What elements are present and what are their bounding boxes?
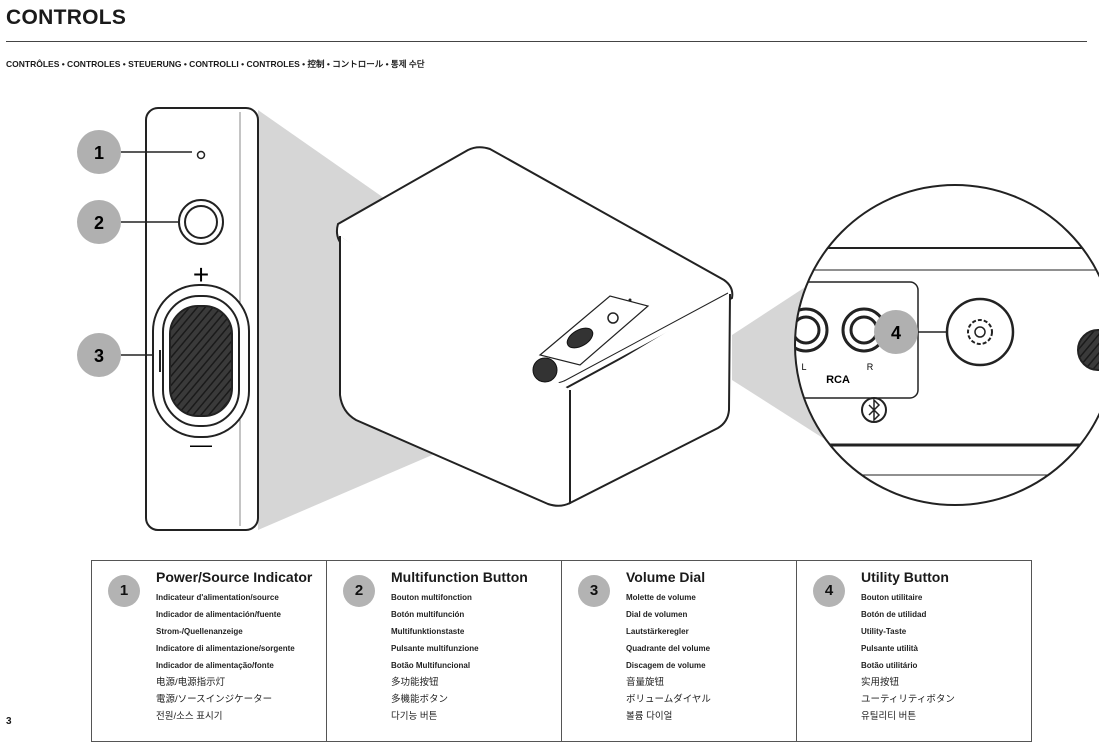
- multifunction-button-icon: [178, 199, 224, 245]
- callout-1: 1: [77, 130, 192, 174]
- translation-es: Botón de utilidad: [861, 610, 927, 619]
- translation-fr: Indicateur d'alimentation/source: [156, 593, 279, 602]
- translation-ja: ボリュームダイヤル: [626, 694, 711, 705]
- translation-it: Pulsante utilità: [861, 644, 918, 653]
- translation-it: Pulsante multifunzione: [391, 644, 479, 653]
- translation-it: Indicatore di alimentazione/sorgente: [156, 644, 295, 653]
- legend-item-multifunction-button: 2 Multifunction Button Bouton multifonct…: [327, 561, 562, 741]
- translation-ja: 多機能ボタン: [391, 694, 449, 705]
- translation-ja: 電源/ソースインジケーター: [156, 694, 273, 705]
- utility-gear-icon: [945, 297, 1015, 367]
- svg-text:1: 1: [94, 143, 104, 163]
- bluetooth-badge-icon: [861, 397, 887, 423]
- svg-text:2: 2: [94, 213, 104, 233]
- callout-3: 3: [77, 333, 152, 377]
- translation-pt: Discagem de volume: [626, 661, 706, 670]
- multilingual-subtitle: CONTRÔLES • CONTROLES • STEUERUNG • CONT…: [6, 59, 425, 69]
- rca-jack-icon: [795, 307, 887, 353]
- speaker-body: [335, 146, 734, 507]
- power-indicator-icon: [196, 150, 206, 160]
- translation-fr: Molette de volume: [626, 593, 696, 602]
- volume-plus-label: +: [193, 259, 209, 290]
- translation-de: Strom-/Quellenanzeige: [156, 627, 243, 636]
- legend-number-badge: 3: [578, 575, 610, 607]
- brand-logo-disc: [532, 357, 558, 383]
- legend-heading: Volume Dial: [626, 569, 706, 585]
- translation-de: Utility-Taste: [861, 627, 907, 636]
- title-divider: [6, 41, 1087, 42]
- rca-right-label: R: [867, 362, 874, 372]
- legend-number-badge: 4: [813, 575, 845, 607]
- legend-item-utility-button: 4 Utility Button Bouton utilitaire Botón…: [797, 561, 1031, 741]
- translation-es: Indicador de alimentación/fuente: [156, 610, 281, 619]
- speaker-controls-illustration: + — 1 2 3: [77, 107, 1099, 531]
- legend-heading: Utility Button: [861, 569, 949, 585]
- translation-pt: Botão utilitário: [861, 661, 918, 670]
- translation-ko: 전원/소스 표시기: [156, 711, 223, 722]
- translation-zh: 音量旋钮: [626, 677, 665, 688]
- legend-item-volume-dial: 3 Volume Dial Molette de volume Dial de …: [562, 561, 797, 741]
- rca-left-label: L: [801, 362, 806, 372]
- controls-legend: 1 Power/Source Indicator Indicateur d'al…: [91, 560, 1032, 742]
- rear-panel-detail: L R RCA: [794, 184, 1099, 506]
- callout-2: 2: [77, 200, 178, 244]
- translation-de: Lautstärkeregler: [626, 627, 689, 636]
- translation-pt: Indicador de alimentação/fonte: [156, 661, 274, 670]
- volume-minus-label: —: [190, 432, 212, 457]
- translation-es: Dial de volumen: [626, 610, 688, 619]
- rca-label: RCA: [826, 374, 850, 386]
- translation-ko: 볼륨 다이얼: [626, 711, 673, 722]
- callout-4: 4: [874, 310, 946, 354]
- translation-ko: 유틸리티 버튼: [861, 711, 917, 722]
- translation-fr: Bouton utilitaire: [861, 593, 923, 602]
- translation-ja: ユーティリティボタン: [861, 694, 955, 705]
- page-title: CONTROLS: [6, 6, 127, 29]
- translation-pt: Botão Multifuncional: [391, 661, 471, 670]
- svg-text:3: 3: [94, 346, 104, 366]
- translation-ko: 다기능 버튼: [391, 711, 438, 722]
- svg-text:4: 4: [891, 323, 901, 343]
- translation-it: Quadrante del volume: [626, 644, 711, 653]
- legend-heading: Power/Source Indicator: [156, 569, 313, 585]
- translation-fr: Bouton multifonction: [391, 593, 472, 602]
- page-number: 3: [6, 716, 12, 727]
- translation-zh: 实用按钮: [861, 677, 900, 688]
- volume-dial-icon: [152, 284, 250, 438]
- legend-number-badge: 2: [343, 575, 375, 607]
- legend-number-badge: 1: [108, 575, 140, 607]
- side-control-panel: + —: [145, 107, 259, 531]
- legend-heading: Multifunction Button: [391, 569, 528, 585]
- translation-zh: 多功能按钮: [391, 677, 439, 688]
- legend-item-power-indicator: 1 Power/Source Indicator Indicateur d'al…: [92, 561, 327, 741]
- translation-de: Multifunktionstaste: [391, 627, 465, 636]
- translation-es: Botón multifunción: [391, 610, 465, 619]
- translation-zh: 电源/电源指示灯: [156, 677, 226, 688]
